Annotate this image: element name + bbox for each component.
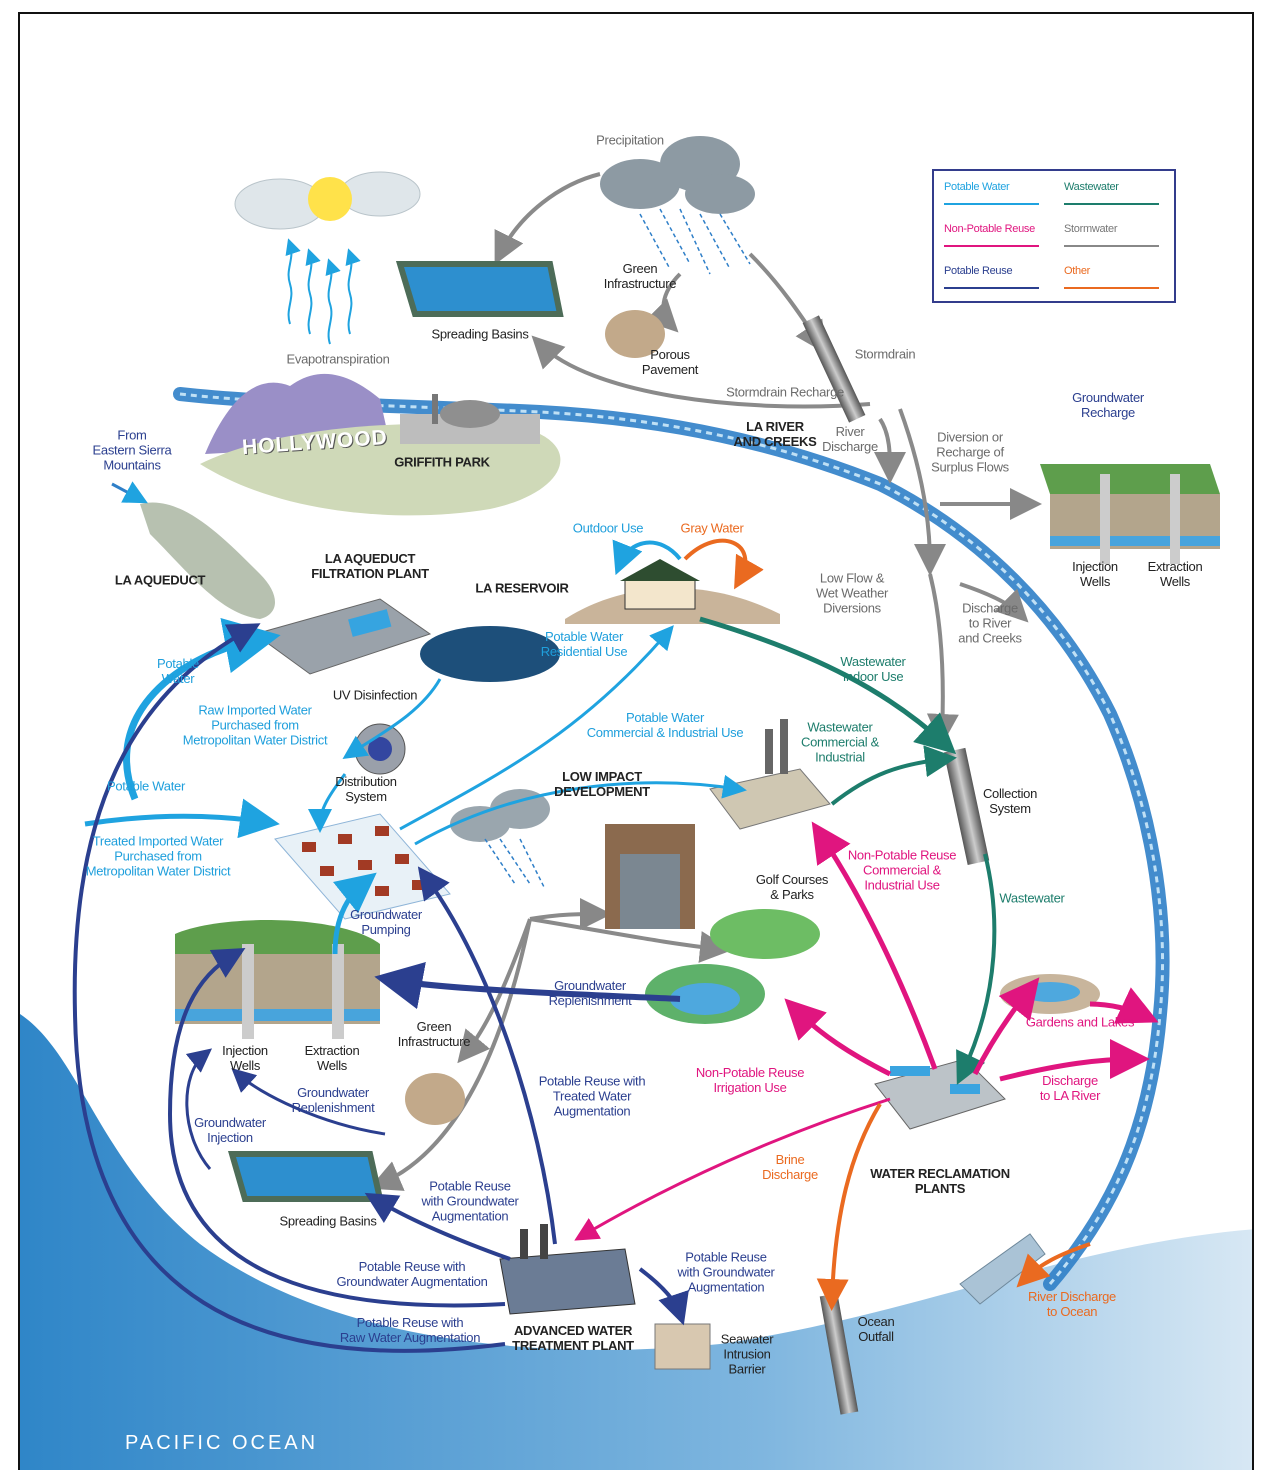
diagram-frame: HOLLYWOOD Potable Water Non-Potable Reus…: [18, 12, 1254, 1470]
label-wastewater-commercial: Wastewater Commercial & Industrial: [800, 719, 880, 765]
legend-wastewater: Wastewater: [1064, 181, 1119, 193]
precipitation-cloud: [600, 136, 755, 214]
label-outdoor-use: Outdoor Use: [572, 520, 644, 536]
label-gardens-lakes: Gardens and Lakes: [1025, 1014, 1135, 1030]
legend-arrow-potable-water: [944, 203, 1039, 205]
label-green-infrastructure-bottom: Green Infrastructure: [397, 1019, 471, 1049]
legend-arrow-wastewater: [1064, 203, 1159, 205]
label-spreading-basins-bottom: Spreading Basins: [279, 1213, 377, 1229]
label-from-eastern-sierra: From Eastern Sierra Mountains: [92, 427, 172, 473]
label-groundwater-pumping: Groundwater Pumping: [350, 907, 422, 937]
label-npr-irrigation: Non-Potable Reuse Irrigation Use: [695, 1065, 805, 1095]
label-brine-discharge: Brine Discharge: [762, 1152, 818, 1182]
groundwater-block-left: [175, 920, 380, 1039]
label-filtration-plant: LA AQUEDUCT FILTRATION PLANT: [311, 551, 429, 581]
label-potable-reuse-gw-aug-3: Potable Reuse with Groundwater Augmentat…: [677, 1249, 775, 1295]
label-low-impact-development: LOW IMPACT DEVELOPMENT: [554, 769, 650, 799]
stormdrain-pipe: [802, 315, 866, 423]
label-potable-commercial: Potable Water Commercial & Industrial Us…: [586, 710, 744, 740]
label-npr-commercial: Non-Potable Reuse Commercial & Industria…: [847, 847, 957, 893]
legend-potable-reuse: Potable Reuse: [944, 265, 1013, 277]
legend-arrow-non-potable-reuse: [944, 245, 1039, 247]
legend-non-potable-reuse: Non-Potable Reuse: [944, 223, 1035, 235]
legend-arrow-stormwater: [1064, 245, 1159, 247]
label-treated-imported: Treated Imported Water Purchased from Me…: [85, 833, 231, 879]
label-collection-system: Collection System: [982, 786, 1038, 816]
label-potable-reuse-raw: Potable Reuse with Raw Water Augmentatio…: [339, 1315, 481, 1345]
groundwater-recharge-block-right: [1040, 464, 1220, 564]
label-injection-wells-right: Injection Wells: [1072, 559, 1118, 589]
label-evapotranspiration: Evapotranspiration: [286, 351, 390, 367]
label-raw-imported: Raw Imported Water Purchased from Metrop…: [182, 702, 328, 748]
legend-stormwater: Stormwater: [1064, 223, 1118, 235]
label-wastewater-indoor: Wastewater Indoor Use: [840, 654, 906, 684]
house-icon: [624, 578, 696, 610]
legend-potable-water: Potable Water: [944, 181, 1010, 193]
label-potable-reuse-gw-aug-1: Potable Reuse with Groundwater Augmentat…: [421, 1178, 519, 1224]
label-injection-wells-left: Injection Wells: [222, 1043, 268, 1073]
label-spreading-basins-top: Spreading Basins: [431, 326, 529, 342]
spreading-basins-top: [395, 261, 564, 317]
label-la-river: LA RIVER AND CREEKS: [733, 419, 817, 449]
label-groundwater-replenishment-2: Groundwater Replenishment: [291, 1085, 375, 1115]
label-green-infrastructure-top: Green Infrastructure: [603, 261, 677, 291]
label-golf-courses: Golf Courses & Parks: [755, 872, 829, 902]
label-ocean-outfall: Ocean Outfall: [857, 1314, 895, 1344]
label-potable-reuse-treated: Potable Reuse with Treated Water Augment…: [538, 1073, 646, 1119]
legend-other: Other: [1064, 265, 1091, 277]
label-potable-water-2: Potable Water: [107, 778, 185, 794]
spreading-basins-bottom: [228, 1151, 384, 1202]
label-uv-disinfection: UV Disinfection: [332, 687, 418, 703]
factory-icon: [709, 768, 831, 830]
label-river-discharge-ocean: River Discharge to Ocean: [1028, 1289, 1116, 1319]
label-extraction-wells-right: Extraction Wells: [1147, 559, 1203, 589]
label-la-reservoir: LA RESERVOIR: [475, 580, 569, 596]
label-discharge-la-river: Discharge to LA River: [1039, 1073, 1101, 1103]
label-distribution-system: Distribution System: [335, 774, 397, 804]
green-infrastructure-bottom: [405, 1073, 465, 1125]
label-la-aqueduct: LA AQUEDUCT: [114, 572, 206, 588]
label-groundwater-recharge: Groundwater Recharge: [1072, 390, 1144, 420]
label-wastewater-flow: Wastewater: [999, 890, 1065, 906]
label-porous-pavement: Porous Pavement: [641, 347, 699, 377]
ocean-outfall-pipe: [819, 1293, 859, 1415]
diagram-artwork: [20, 136, 1252, 1470]
advanced-treatment-plant: [499, 1248, 636, 1315]
label-water-reclamation: WATER RECLAMATION PLANTS: [870, 1166, 1010, 1196]
collection-system-pipe: [943, 747, 990, 865]
label-griffith-park: GRIFFITH PARK: [394, 454, 490, 470]
label-seawater-barrier: Seawater Intrusion Barrier: [720, 1331, 774, 1377]
label-potable-reuse-gw-aug-2: Potable Reuse with Groundwater Augmentat…: [336, 1259, 488, 1289]
label-groundwater-replenishment-1: Groundwater Replenishment: [548, 978, 632, 1008]
legend-box: Potable Water Non-Potable Reuse Potable …: [932, 169, 1176, 303]
label-pacific-ocean: PACIFIC OCEAN: [125, 1432, 319, 1454]
la-reservoir: [420, 626, 560, 682]
label-discharge-river-creeks: Discharge to River and Creeks: [958, 600, 1022, 646]
la-aqueduct-hill: [140, 502, 275, 619]
legend-arrow-potable-reuse: [944, 287, 1039, 289]
label-gray-water: Gray Water: [680, 520, 744, 536]
ldi-cloud: [450, 789, 550, 842]
label-extraction-wells-left: Extraction Wells: [304, 1043, 360, 1073]
label-potable-water-1: Potable Water: [157, 656, 199, 686]
legend-arrow-other: [1064, 287, 1159, 289]
label-stormdrain: Stormdrain: [854, 346, 916, 362]
label-river-discharge: River Discharge: [822, 424, 878, 454]
label-advanced-treatment-plant: ADVANCED WATER TREATMENT PLANT: [512, 1323, 634, 1353]
label-precipitation: Precipitation: [596, 132, 664, 148]
sun-icon: [308, 177, 352, 221]
label-groundwater-injection: Groundwater Injection: [194, 1115, 266, 1145]
pacific-ocean-area: [20, 1014, 1252, 1470]
green-infrastructure-top: [605, 310, 665, 358]
filtration-plant: [253, 598, 432, 675]
label-low-flow: Low Flow & Wet Weather Diversions: [815, 570, 889, 616]
seawater-barrier: [654, 1323, 711, 1370]
golf-course: [710, 909, 820, 959]
label-potable-residential: Potable Water Residential Use: [540, 629, 628, 659]
label-stormdrain-recharge: Stormdrain Recharge: [726, 384, 844, 400]
label-diversion: Diversion or Recharge of Surplus Flows: [931, 429, 1009, 475]
griffith-park-hill: [200, 424, 561, 516]
